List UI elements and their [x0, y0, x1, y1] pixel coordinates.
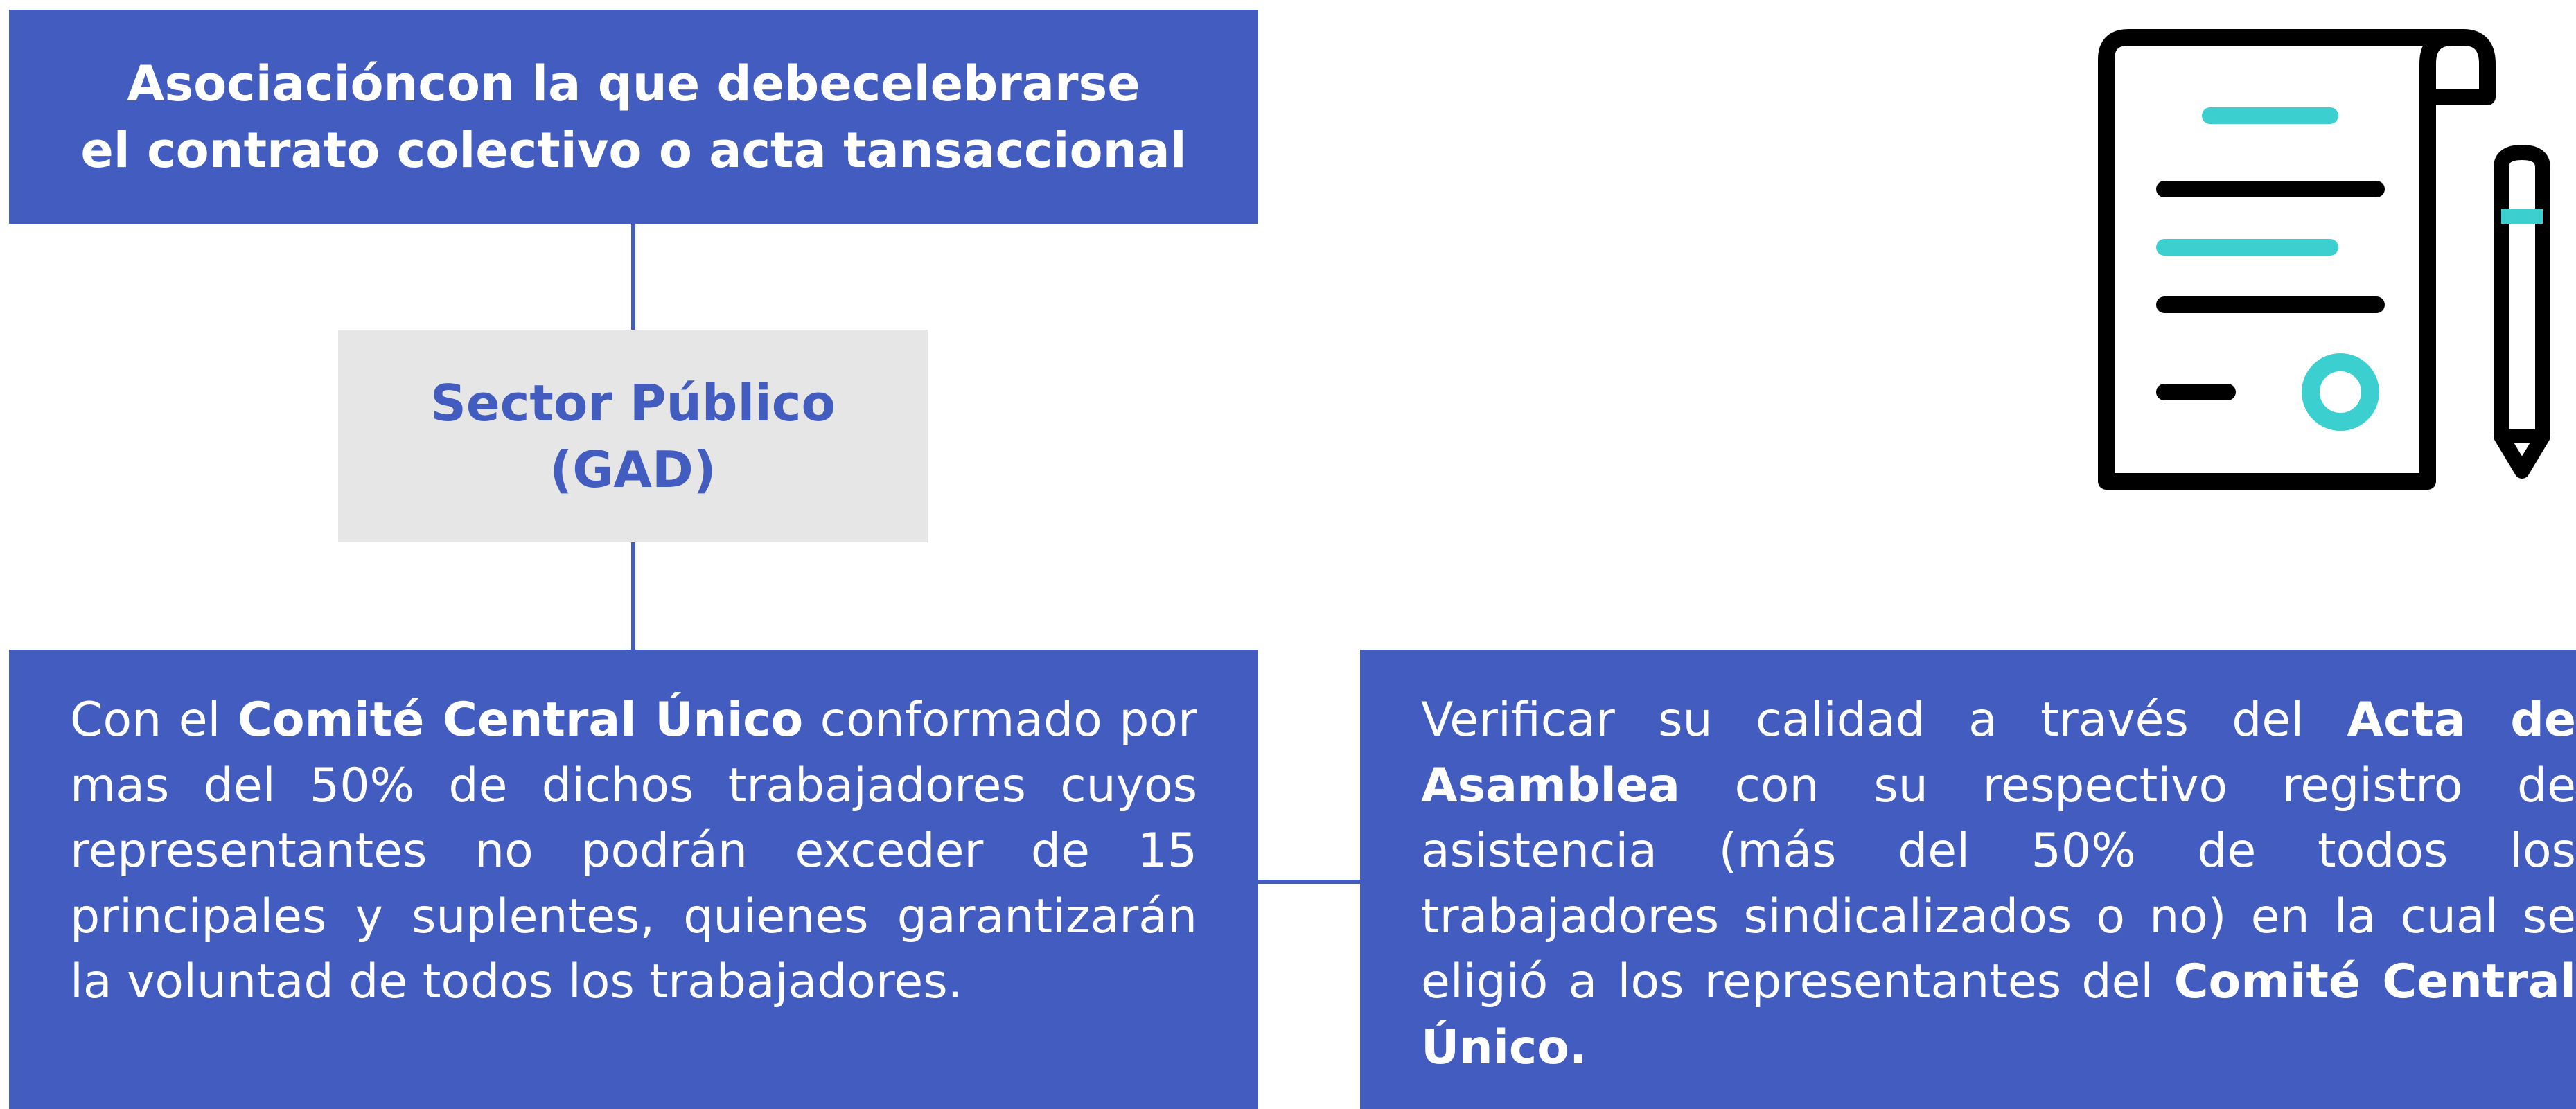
bottom-left-paragraph: Con el Comité Central Único conformado p… — [70, 688, 1197, 1015]
top-box-association: Asociacióncon la que debecelebrarse el c… — [9, 10, 1258, 224]
seal-icon — [2302, 353, 2379, 431]
bottom-right-text-1: Verificar su calidad a través del — [1421, 693, 2347, 747]
middle-box-sector: Sector Público (GAD) — [338, 330, 928, 542]
document-with-seal-icon — [2098, 29, 2550, 490]
bottom-right-bold-committee: Comité Central Único. — [1421, 955, 2576, 1075]
top-box-title-line2: el contrato colectivo o acta tansacciona… — [80, 121, 1187, 179]
bottom-right-paragraph: Verificar su calidad a través del Acta d… — [1421, 688, 2576, 1081]
middle-box-line2: (GAD) — [549, 440, 716, 499]
bottom-left-bold-committee: Comité Central Único — [237, 693, 804, 747]
bottom-left-box-committee: Con el Comité Central Único conformado p… — [9, 650, 1258, 1109]
pencil-icon — [2494, 145, 2550, 479]
bottom-right-box-verification: Verificar su calidad a través del Acta d… — [1360, 650, 2576, 1109]
connector-left-to-right — [1258, 880, 1360, 884]
document-outline — [2098, 29, 2496, 490]
document-fold — [2419, 29, 2453, 97]
bottom-left-text-1: Con el — [70, 693, 238, 747]
middle-box-line1: Sector Público — [430, 373, 836, 432]
bottom-right-bold-acta: Acta de Asamblea — [1421, 693, 2576, 813]
bottom-right-text-2: con su respectivo registro de asistencia… — [1421, 758, 2576, 1010]
connector-middle-to-bottom — [631, 542, 635, 650]
connector-top-to-middle — [631, 224, 635, 330]
top-box-title-line1: Asociacióncon la que debecelebrarse — [127, 55, 1140, 112]
bottom-left-text-2: conformado por mas del 50% de dichos tra… — [70, 693, 1197, 1009]
